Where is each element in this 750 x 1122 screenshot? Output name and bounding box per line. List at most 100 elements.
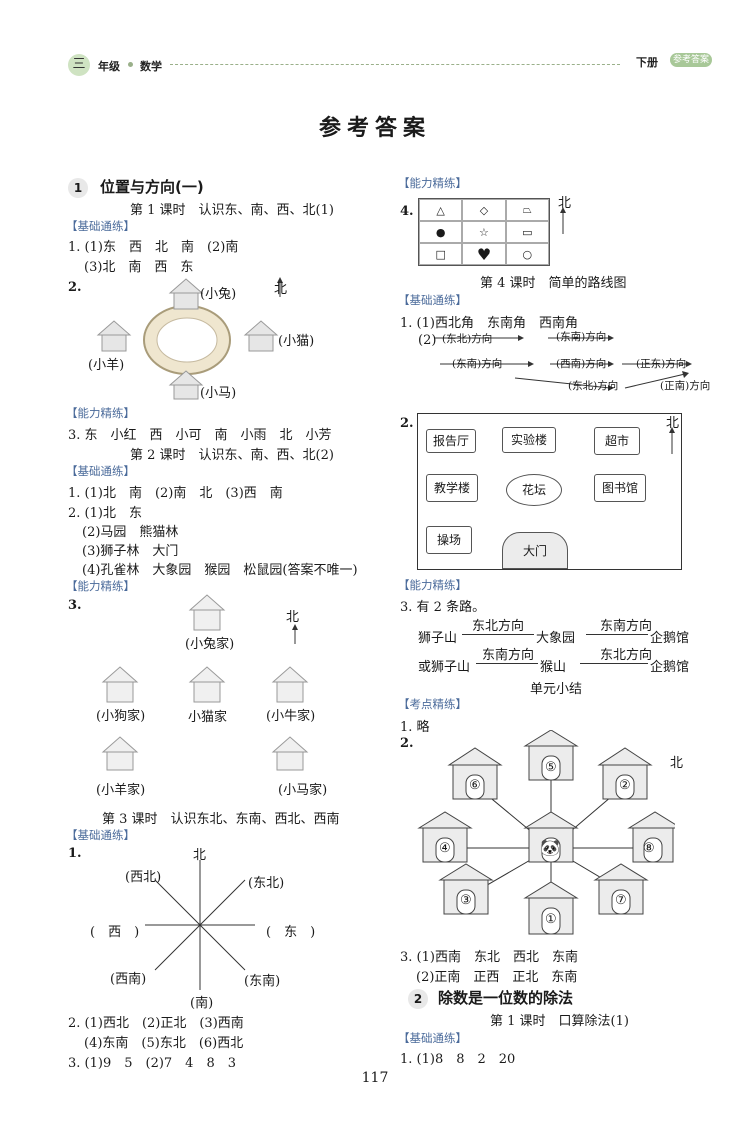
section-title: 除数是一位数的除法	[438, 989, 574, 1007]
page-number: 117	[361, 1070, 389, 1086]
label-sheep: (小羊)	[88, 358, 125, 373]
label-north: 北	[274, 282, 288, 297]
trapezoid-icon: ⏢	[505, 199, 549, 221]
path-arrow	[580, 663, 648, 664]
playground: 操场	[426, 526, 472, 554]
label-north: 北	[286, 610, 300, 625]
compass-west: ( 西 )	[90, 925, 140, 940]
tag-ability: 【能力精练】	[398, 578, 467, 592]
answer-line: (4)东南 (5)东北 (6)西北	[84, 1036, 244, 1051]
question-number: 2.	[400, 736, 414, 751]
answer-line: 1. (1)8 8 2 20	[400, 1052, 516, 1067]
answer-line: (3)北 南 西 东	[84, 260, 194, 275]
house-label: ④	[439, 841, 451, 856]
lesson-heading: 第 1 课时 口算除法(1)	[490, 1014, 629, 1029]
section-number: 1	[68, 178, 88, 198]
path-arrow	[462, 634, 534, 635]
panda-icon: 🐼	[540, 838, 560, 857]
triangle-icon: △	[419, 199, 463, 221]
tag-exam: 【考点精练】	[398, 697, 467, 711]
tag-basic: 【基础通练】	[398, 293, 467, 307]
section-title: 位置与方向(一)	[100, 178, 204, 196]
label-dog-home: (小狗家)	[96, 709, 146, 724]
question-number: 4.	[400, 204, 414, 219]
filled-circle-icon: ●	[419, 221, 463, 243]
compass-south: (南)	[190, 996, 214, 1011]
compass-diagram	[145, 860, 255, 990]
campus-map: 报告厅 实验楼 超市 教学楼 花坛 图书馆 操场 大门	[417, 413, 682, 570]
label-horse-home: (小马家)	[278, 783, 328, 798]
house-label: ⑧	[643, 841, 655, 856]
label-sheep-home: (小羊家)	[96, 783, 146, 798]
volume-label: 下册	[636, 56, 658, 69]
teaching-building: 教学楼	[426, 474, 478, 502]
route-label: (东南)方向	[452, 358, 503, 370]
path-node: 或狮子山	[418, 660, 471, 675]
route-label: (正东)方向	[636, 358, 687, 370]
tag-ability: 【能力精练】	[66, 406, 135, 420]
answer-line: (4)孔雀林 大象园 猴园 松鼠园(答案不唯一)	[82, 563, 358, 578]
house-label: ①	[545, 912, 557, 927]
star-icon: ☆	[462, 221, 506, 243]
lesson-heading: 第 2 课时 认识东、南、西、北(2)	[130, 448, 334, 463]
path-node: 狮子山	[418, 631, 458, 646]
square-icon: □	[419, 243, 463, 265]
label-north: 北	[666, 416, 680, 431]
label-rabbit: (小兔)	[200, 287, 237, 302]
answer-line: 3. 有 2 条路。	[400, 600, 486, 615]
label-cow-home: (小牛家)	[266, 709, 316, 724]
north-arrow-icon	[560, 207, 566, 234]
house-label: ⑥	[469, 778, 481, 793]
tag-ability: 【能力精练】	[66, 579, 135, 593]
header-divider	[170, 64, 620, 65]
page-title: 参考答案	[318, 116, 431, 141]
answer-line: 1. (1)东 西 北 南 (2)南	[68, 240, 239, 255]
label-rabbit-home: (小兔家)	[185, 637, 235, 652]
route-arrows	[435, 335, 692, 391]
compass-northwest: (西北)	[125, 870, 162, 885]
grade-badge: 三	[68, 54, 90, 76]
radial-houses	[417, 730, 675, 935]
answer-line: 1. (1)北 南 (2)南 北 (3)西 南	[68, 486, 283, 501]
tag-basic: 【基础通练】	[66, 219, 135, 233]
tag-basic: 【基础通练】	[398, 1031, 467, 1045]
path-direction: 东北方向	[600, 648, 653, 663]
houses-map	[101, 594, 309, 771]
compass-east: ( 东 )	[266, 925, 316, 940]
tag-basic: 【基础通练】	[66, 828, 135, 842]
report-hall: 报告厅	[426, 429, 476, 453]
lesson-heading: 第 1 课时 认识东、南、西、北(1)	[130, 203, 334, 218]
main-gate: 大门	[502, 532, 568, 569]
path-node: 猴山	[540, 660, 567, 675]
section-number: 2	[408, 989, 428, 1009]
question-number: 1.	[68, 846, 82, 861]
grade-label: 年级	[98, 60, 120, 73]
rectangle-icon: ▭	[505, 221, 549, 243]
answer-line: (2)马园 熊猫林	[82, 525, 179, 540]
answer-line: 3. (1)西南 东北 西北 东南	[400, 950, 578, 965]
house-label: ③	[460, 893, 472, 908]
path-direction: 东南方向	[600, 619, 653, 634]
path-node: 企鹅馆	[650, 631, 690, 646]
flower-bed: 花坛	[506, 474, 562, 506]
answer-line: (3)狮子林 大门	[82, 544, 179, 559]
path-direction: 东南方向	[482, 648, 535, 663]
tag-basic: 【基础通练】	[66, 464, 135, 478]
path-arrow	[476, 663, 538, 664]
route-label: (正南)方向	[660, 380, 711, 392]
north-arrow-icon	[669, 427, 675, 454]
route-label: (西南)方向	[556, 358, 607, 370]
tag-ability: 【能力精练】	[398, 176, 467, 190]
supermarket: 超市	[594, 427, 640, 455]
question-number: 3.	[68, 598, 82, 613]
subject-label: 数学	[140, 60, 162, 73]
path-arrow	[586, 634, 648, 635]
path-node: 大象园	[536, 631, 576, 646]
path-direction: 东北方向	[472, 619, 525, 634]
answer-line: 1. (1)西北角 东南角 西南角	[400, 316, 578, 331]
answer-line: (2)	[418, 333, 437, 348]
answer-line: 2. (1)西北 (2)正北 (3)西南	[68, 1016, 244, 1031]
heart-icon: ♥	[462, 243, 506, 265]
label-cat-home: 小猫家	[188, 710, 228, 725]
label-north: 北	[558, 196, 572, 211]
